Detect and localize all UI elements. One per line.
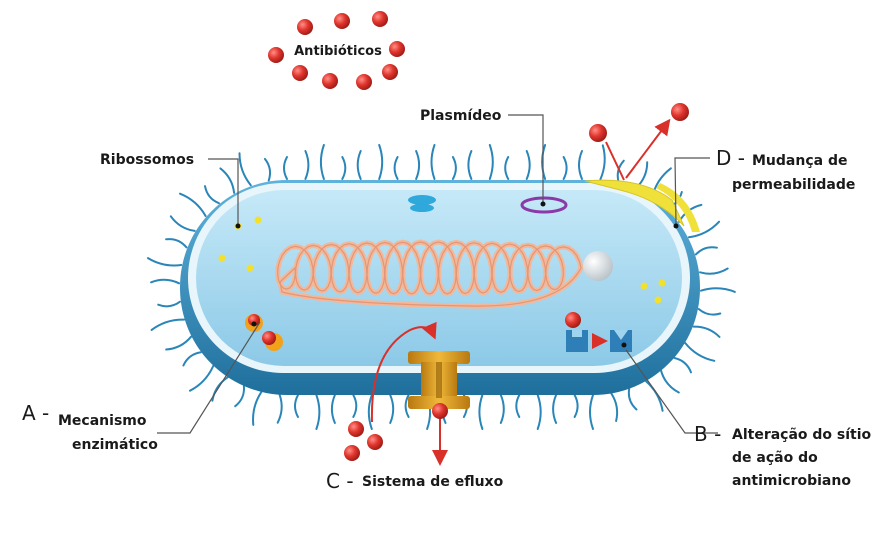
flagellum [220, 168, 234, 193]
flagellum [490, 145, 493, 179]
flagellum [342, 157, 345, 179]
permeability-antibiotic-in [589, 124, 607, 142]
flagellum [575, 395, 578, 417]
flagellum [516, 395, 519, 417]
flagellum [538, 395, 541, 429]
flagellum [295, 395, 298, 417]
permeability-arrow-in [606, 142, 624, 180]
flagellum [527, 151, 530, 179]
ribosomes-label: Ribossomos [100, 152, 194, 168]
flagellum [700, 269, 728, 274]
granule [583, 251, 613, 281]
flagellum [278, 395, 282, 423]
flagellum [579, 151, 582, 179]
antibiotics-efflux-group [344, 421, 383, 461]
label-a-letter: A - [22, 401, 49, 425]
flagellum [590, 395, 593, 429]
flagellum [694, 327, 720, 337]
antibiotics-label: Antibióticos [294, 44, 382, 59]
flagellum [265, 159, 270, 181]
efflux-antibiotic [432, 403, 448, 419]
label-a-line2: enzimático [72, 437, 158, 453]
flagellum [553, 395, 556, 423]
flagellum [353, 395, 356, 417]
label-b-letter: B - [694, 422, 721, 446]
label-b-line2: de ação do [732, 450, 818, 466]
flagellum [253, 392, 261, 425]
flagellum [358, 151, 361, 179]
label-b-line3: antimicrobiano [732, 473, 851, 489]
flagellum [661, 371, 679, 393]
flagellum [212, 377, 227, 400]
flagellum [284, 157, 287, 179]
flagellum [180, 194, 206, 216]
flagellum [501, 395, 504, 423]
flagellum [701, 288, 735, 292]
label-a-line1: Mecanismo [58, 413, 147, 429]
label-d-line1: Mudança de [752, 153, 847, 169]
flagellum [600, 145, 604, 179]
flagellum [321, 145, 324, 179]
label-c-letter: C - [326, 469, 354, 493]
flagellum [685, 343, 714, 361]
flagellum [183, 352, 201, 365]
permeability-antibiotic-out [671, 103, 689, 121]
flagellum [379, 145, 382, 179]
flagellum [564, 157, 567, 179]
mesosome [408, 195, 436, 212]
label-d-line2: permeabilidade [732, 177, 855, 193]
flagellum [190, 366, 213, 391]
label-c-line1: Sistema de efluxo [362, 474, 504, 490]
flagellum [674, 358, 691, 372]
flagellum [416, 151, 419, 179]
flagellum [332, 395, 335, 423]
label-b-line1: Alteração do sítio [732, 427, 872, 443]
flagellum [316, 395, 319, 429]
flagellum [166, 239, 186, 247]
flagellum [505, 157, 508, 179]
flagellum [240, 153, 251, 185]
flagellum [205, 186, 219, 203]
flagellum [390, 395, 393, 423]
label-d-letter: D - [716, 146, 745, 170]
flagellum [151, 280, 179, 284]
flagellum [158, 302, 180, 307]
flagellum [166, 337, 191, 350]
flagellum [479, 395, 482, 429]
flagellum [152, 320, 185, 330]
flagellum [699, 309, 721, 315]
flagellum [468, 151, 471, 179]
flagellum [629, 389, 637, 410]
flagellum [453, 157, 456, 179]
flagellum [171, 216, 195, 231]
flagellum [611, 393, 617, 421]
flagellum [148, 258, 181, 265]
flagellum [395, 157, 398, 179]
flagellum [696, 247, 717, 254]
plasmid-label: Plasmídeo [420, 108, 502, 124]
flagellum [432, 145, 435, 179]
flagellum [646, 381, 663, 411]
flagellum [305, 151, 308, 179]
flagellum [235, 386, 244, 406]
